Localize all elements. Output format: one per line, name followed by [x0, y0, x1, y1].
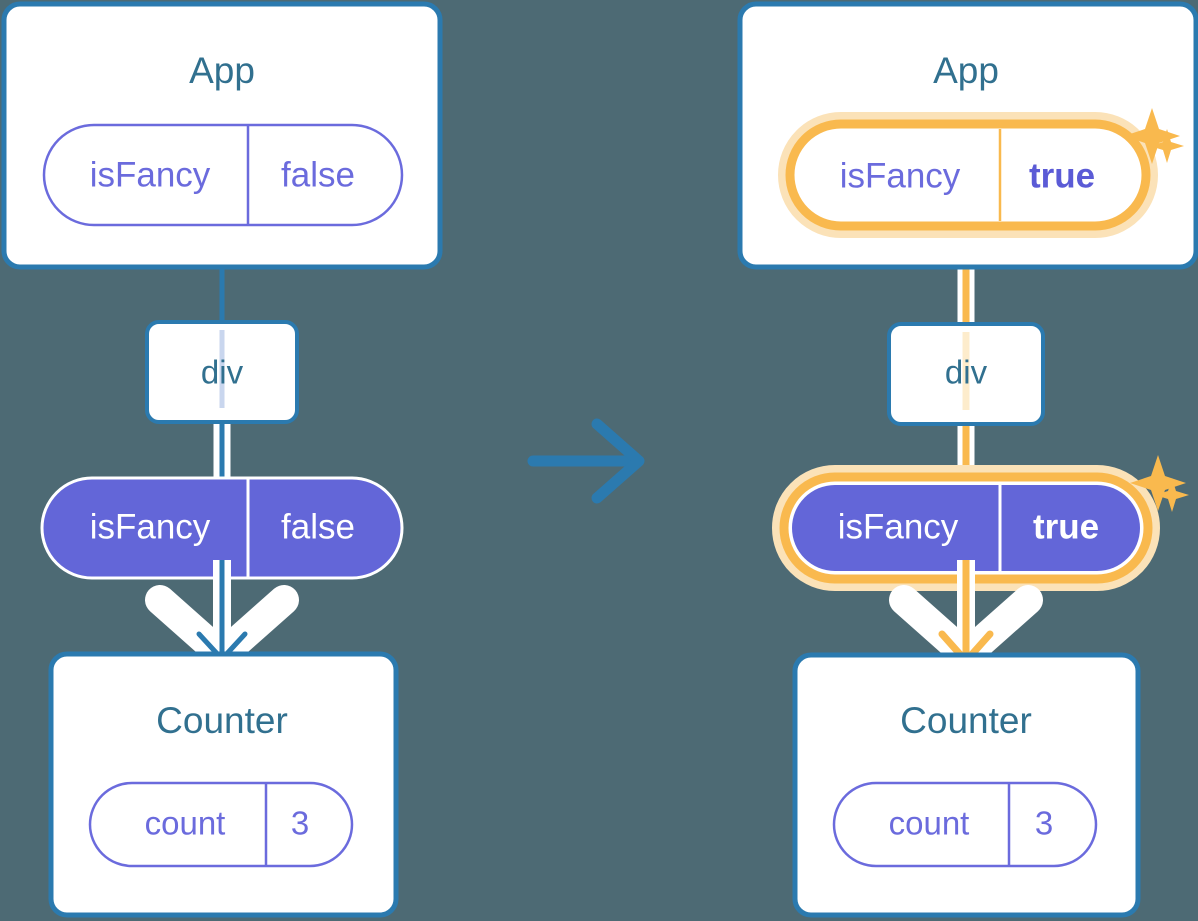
div-card-after-title: div	[945, 354, 988, 391]
state-pill-app-before-value: false	[281, 155, 355, 194]
sparkle-small-icon-2	[1155, 478, 1189, 512]
prop-pill-after-value: true	[1033, 507, 1099, 546]
state-pill-counter-after[interactable]: count 3	[832, 781, 1098, 868]
prop-pill-after[interactable]: isFancy true	[772, 465, 1160, 591]
div-card-before-title: div	[201, 354, 244, 391]
state-pill-app-after-ring	[785, 119, 1151, 231]
state-pill-app-after-key: isFancy	[840, 156, 961, 195]
state-pill-counter-after-frame	[832, 781, 1098, 868]
state-pill-app-before-key: isFancy	[90, 155, 211, 194]
after-diagram: App isFancy true div	[737, 1, 1198, 918]
state-pill-app-after-value: true	[1029, 156, 1095, 195]
state-pill-counter-before[interactable]: count 3	[88, 781, 354, 868]
counter-card-before-title: Counter	[156, 700, 288, 741]
div-card-after[interactable]: div	[887, 322, 1045, 426]
prop-pill-before-key: isFancy	[90, 507, 211, 546]
state-pill-counter-before-key: count	[145, 805, 226, 842]
div-card-before[interactable]: div	[145, 320, 299, 424]
state-pill-app-before[interactable]: isFancy false	[42, 123, 404, 227]
state-pill-counter-before-frame	[88, 781, 354, 868]
state-pill-counter-after-value: 3	[1035, 805, 1053, 842]
sparkle-large-icon	[1124, 108, 1180, 164]
sparkle-large-icon-2	[1130, 455, 1186, 511]
prop-pill-after-body	[792, 485, 1140, 571]
state-pill-counter-after-key: count	[889, 805, 970, 842]
before-diagram: App isFancy false div isFancy false	[1, 1, 443, 918]
state-pill-app-before-frame	[42, 123, 404, 227]
prop-pill-before-value: false	[281, 507, 355, 546]
prop-pill-after-key: isFancy	[838, 507, 959, 546]
prop-pill-before[interactable]: isFancy false	[40, 476, 404, 580]
app-card-before-title: App	[189, 50, 255, 91]
sparkle-bottom-group	[1130, 455, 1189, 512]
state-pill-app-after-glow	[778, 112, 1158, 238]
counter-card-after-title: Counter	[900, 700, 1032, 741]
sparkle-top-group	[1124, 108, 1184, 164]
state-pill-counter-before-value: 3	[291, 805, 309, 842]
app-card-after-title: App	[933, 50, 999, 91]
transition-arrow	[527, 418, 645, 504]
state-pill-app-after[interactable]: isFancy true	[778, 112, 1158, 238]
sparkle-small-icon	[1150, 129, 1184, 163]
transition-arrow-head	[591, 418, 645, 504]
